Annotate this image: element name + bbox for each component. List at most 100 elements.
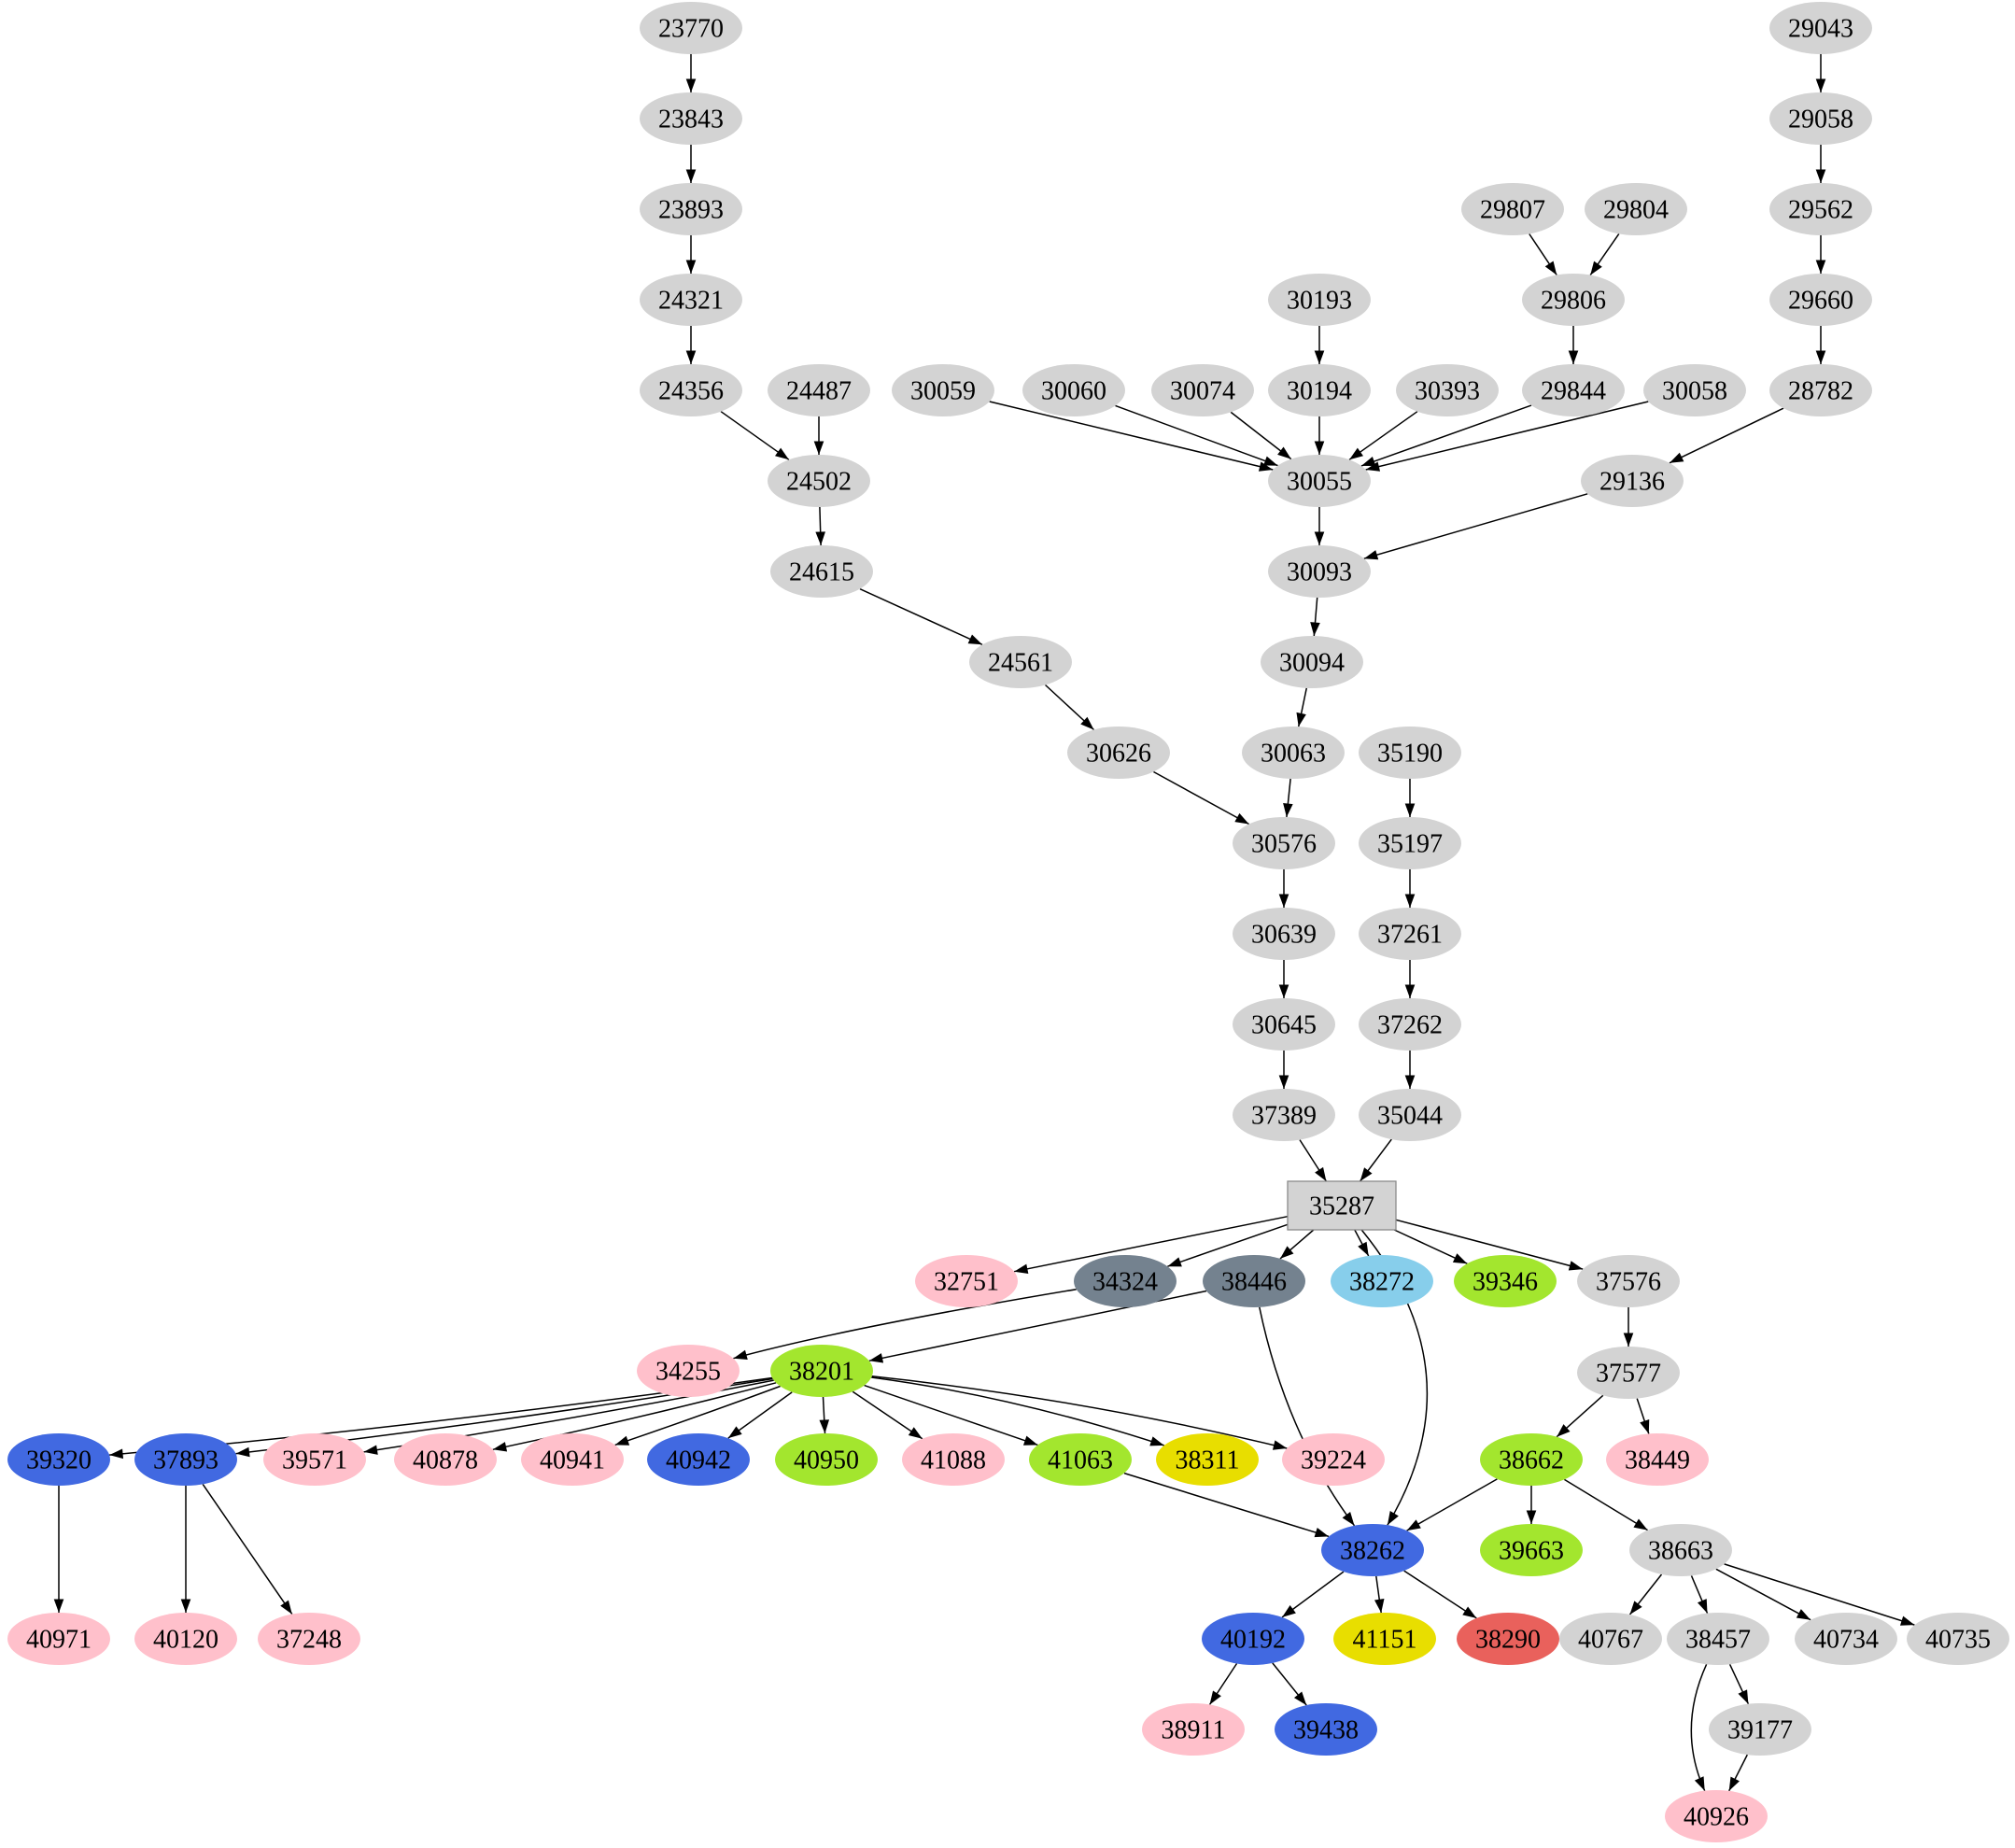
graph-node-30626: 30626 bbox=[1067, 727, 1170, 779]
graph-node-38662: 38662 bbox=[1480, 1433, 1583, 1486]
edge-30058-30055 bbox=[1365, 401, 1649, 472]
node-ellipse-38311 bbox=[1156, 1433, 1259, 1486]
graph-node-24321: 24321 bbox=[640, 274, 742, 326]
node-label-24502: 24502 bbox=[786, 468, 852, 497]
node-label-30055: 30055 bbox=[1287, 468, 1352, 497]
graph-node-37389: 37389 bbox=[1233, 1089, 1335, 1141]
node-ellipse-30194 bbox=[1268, 364, 1371, 416]
edge-35287-32751 bbox=[1013, 1215, 1289, 1275]
node-ellipse-34255 bbox=[637, 1345, 740, 1397]
node-label-30094: 30094 bbox=[1279, 649, 1345, 678]
graph-node-29043: 29043 bbox=[1769, 2, 1872, 54]
node-ellipse-30058 bbox=[1643, 364, 1746, 416]
graph-node-38311: 38311 bbox=[1156, 1433, 1259, 1486]
node-label-30063: 30063 bbox=[1261, 740, 1326, 769]
node-ellipse-30060 bbox=[1022, 364, 1125, 416]
node-ellipse-35190 bbox=[1359, 727, 1461, 779]
graph-node-39320: 39320 bbox=[7, 1433, 110, 1486]
graph-node-29844: 29844 bbox=[1522, 364, 1625, 416]
graph-node-41088: 41088 bbox=[902, 1433, 1005, 1486]
graph-node-39663: 39663 bbox=[1480, 1524, 1583, 1576]
node-ellipse-39438 bbox=[1275, 1703, 1377, 1756]
edge-38662-38663 bbox=[1564, 1478, 1648, 1531]
edges-layer bbox=[53, 54, 1915, 1792]
node-ellipse-30059 bbox=[892, 364, 994, 416]
node-label-41063: 41063 bbox=[1048, 1446, 1113, 1475]
edge-38663-40735 bbox=[1724, 1563, 1915, 1626]
node-ellipse-30576 bbox=[1233, 817, 1335, 869]
edge-29136-30093 bbox=[1363, 493, 1588, 560]
node-ellipse-24356 bbox=[640, 364, 742, 416]
node-ellipse-30063 bbox=[1242, 727, 1345, 779]
graph-node-23843: 23843 bbox=[640, 92, 742, 145]
node-ellipse-24615 bbox=[770, 545, 873, 598]
node-ellipse-30393 bbox=[1396, 364, 1499, 416]
node-ellipse-29043 bbox=[1769, 2, 1872, 54]
node-ellipse-38662 bbox=[1480, 1433, 1583, 1486]
node-ellipse-39663 bbox=[1480, 1524, 1583, 1576]
graph-node-38262: 38262 bbox=[1321, 1524, 1424, 1576]
edge-30093-30094 bbox=[1310, 597, 1320, 637]
node-ellipse-30094 bbox=[1261, 636, 1363, 688]
edge-29807-29806 bbox=[1529, 233, 1557, 275]
node-label-37262: 37262 bbox=[1377, 1011, 1443, 1040]
node-ellipse-24487 bbox=[768, 364, 870, 416]
node-ellipse-32751 bbox=[915, 1255, 1018, 1307]
graph-node-39571: 39571 bbox=[263, 1433, 366, 1486]
node-label-38457: 38457 bbox=[1685, 1626, 1751, 1655]
edge-38201-38311 bbox=[871, 1376, 1164, 1446]
graph-node-40971: 40971 bbox=[7, 1613, 110, 1665]
node-ellipse-40941 bbox=[521, 1433, 624, 1486]
graph-node-30060: 30060 bbox=[1022, 364, 1125, 416]
edge-38663-40734 bbox=[1715, 1568, 1811, 1621]
node-label-37576: 37576 bbox=[1596, 1268, 1661, 1297]
graph-node-37577: 37577 bbox=[1577, 1347, 1680, 1399]
graph-node-30645: 30645 bbox=[1233, 998, 1335, 1051]
node-label-38663: 38663 bbox=[1648, 1537, 1713, 1566]
graph-node-30393: 30393 bbox=[1396, 364, 1499, 416]
edge-30060-30055 bbox=[1115, 404, 1278, 467]
graph-node-38446: 38446 bbox=[1203, 1255, 1305, 1307]
graph-node-29562: 29562 bbox=[1769, 183, 1872, 235]
graph-node-30059: 30059 bbox=[892, 364, 994, 416]
node-label-38311: 38311 bbox=[1176, 1446, 1240, 1475]
node-label-30645: 30645 bbox=[1251, 1011, 1317, 1040]
edge-35287-37576 bbox=[1395, 1219, 1584, 1271]
edge-35044-35287 bbox=[1360, 1138, 1392, 1182]
node-label-40941: 40941 bbox=[540, 1446, 605, 1475]
node-ellipse-30055 bbox=[1268, 455, 1371, 507]
graph-node-30193: 30193 bbox=[1268, 274, 1371, 326]
graph-node-38272: 38272 bbox=[1331, 1255, 1433, 1307]
graph-node-39224: 39224 bbox=[1282, 1433, 1385, 1486]
node-ellipse-37248 bbox=[258, 1613, 360, 1665]
node-ellipse-29058 bbox=[1769, 92, 1872, 145]
node-label-24356: 24356 bbox=[658, 377, 724, 406]
edge-37389-35287 bbox=[1299, 1139, 1328, 1182]
graph-node-40942: 40942 bbox=[647, 1433, 750, 1486]
graph-node-30063: 30063 bbox=[1242, 727, 1345, 779]
node-label-40734: 40734 bbox=[1813, 1626, 1879, 1655]
node-label-37389: 37389 bbox=[1251, 1102, 1317, 1131]
edge-30626-30576 bbox=[1153, 770, 1249, 825]
graph-node-29058: 29058 bbox=[1769, 92, 1872, 145]
node-label-24487: 24487 bbox=[786, 377, 852, 406]
node-label-40767: 40767 bbox=[1578, 1626, 1643, 1655]
edge-38201-40942 bbox=[727, 1391, 793, 1439]
graph-node-35190: 35190 bbox=[1359, 727, 1461, 779]
node-label-40926: 40926 bbox=[1684, 1803, 1749, 1832]
edge-37577-38449 bbox=[1636, 1398, 1650, 1434]
node-label-30393: 30393 bbox=[1415, 377, 1480, 406]
edge-38262-41151 bbox=[1374, 1575, 1385, 1614]
edge-38663-38457 bbox=[1690, 1575, 1709, 1614]
node-label-29058: 29058 bbox=[1788, 106, 1853, 134]
graph-node-30058: 30058 bbox=[1643, 364, 1746, 416]
graph-node-24615: 24615 bbox=[770, 545, 873, 598]
node-ellipse-23893 bbox=[640, 183, 742, 235]
node-ellipse-38446 bbox=[1203, 1255, 1305, 1307]
graph-node-40192: 40192 bbox=[1202, 1613, 1304, 1665]
node-label-30626: 30626 bbox=[1086, 740, 1151, 769]
node-ellipse-29136 bbox=[1581, 455, 1684, 507]
node-label-38272: 38272 bbox=[1349, 1268, 1415, 1297]
node-label-29807: 29807 bbox=[1480, 196, 1545, 225]
